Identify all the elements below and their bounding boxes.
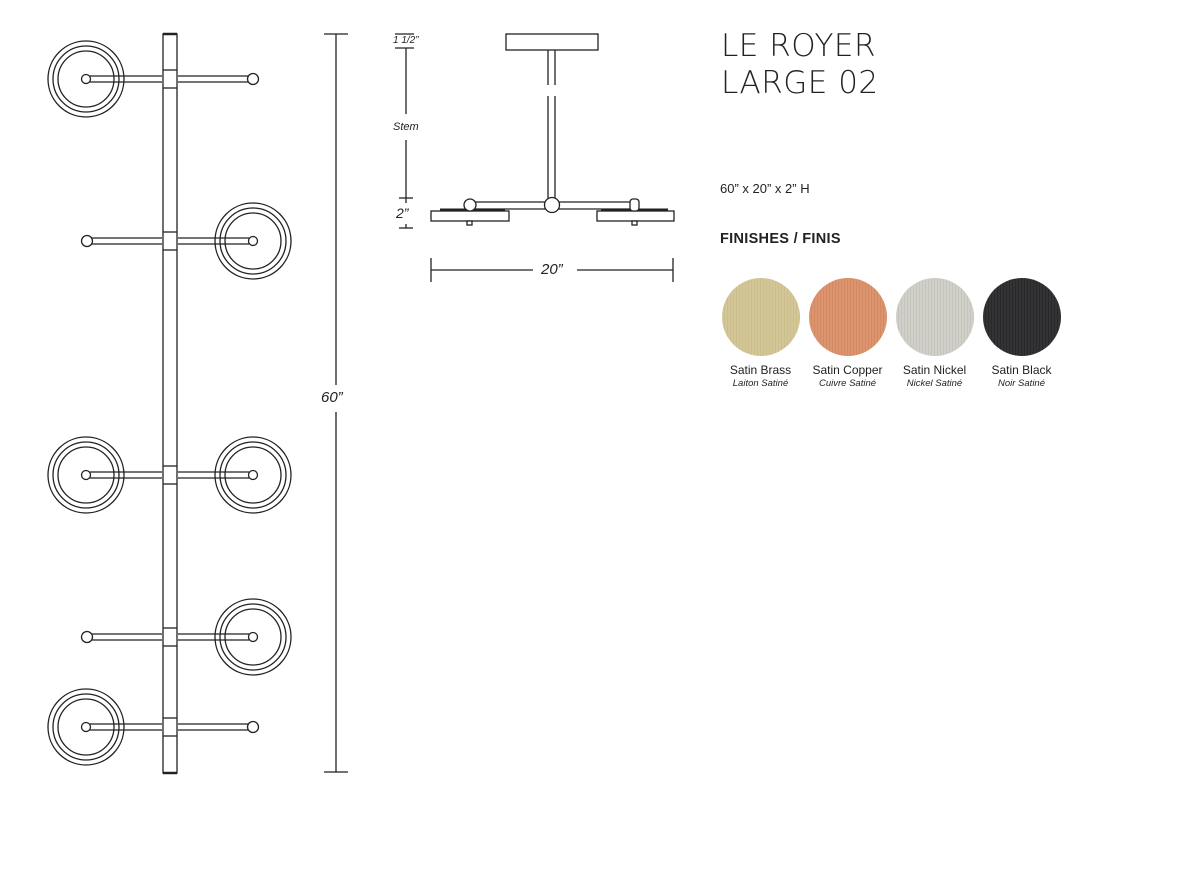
front-view-elevation — [430, 33, 675, 226]
finishes-heading: FINISHES / FINIS — [720, 231, 841, 247]
swatch-disc — [982, 278, 1061, 356]
finish-satin-copper: Satin Copper Cuivre Satiné — [804, 278, 891, 389]
width-dimension-line — [430, 258, 674, 282]
product-dimensions: 60” x 20” x 2” H — [720, 181, 810, 196]
finish-name-fr: Laiton Satiné — [732, 378, 789, 389]
height-dimension-lines — [395, 33, 414, 229]
width-label: 20” — [541, 261, 563, 278]
product-title: LE ROYER LARGE 02 — [721, 28, 879, 102]
arm-row-1 — [47, 40, 260, 118]
finish-satin-nickel: Satin Nickel Nickel Satiné — [891, 278, 978, 389]
arm-row-2 — [80, 202, 292, 280]
finish-satin-brass: Satin Brass Laiton Satiné — [717, 278, 804, 389]
finish-name-fr: Noir Satiné — [998, 378, 1045, 389]
length-label: 60” — [321, 389, 343, 406]
product-title-line-1: LE ROYER — [721, 28, 877, 64]
finish-name-fr: Cuivre Satiné — [818, 378, 877, 389]
arm-row-4 — [80, 598, 292, 676]
swatch-disc — [895, 278, 974, 356]
product-title-line-2: LARGE 02 — [721, 65, 879, 101]
length-dimension-line — [324, 33, 348, 773]
finish-name-fr: Nickel Satiné — [906, 378, 963, 389]
fixture-height-label: 2” — [396, 205, 409, 221]
finish-satin-black: Satin Black Noir Satiné — [978, 278, 1065, 389]
finish-name: Satin Brass — [729, 363, 792, 377]
swatch-disc — [808, 278, 887, 356]
arm-row-3 — [47, 436, 292, 514]
stem-label: Stem — [393, 121, 419, 133]
finish-swatches: Satin Brass Laiton Satiné Satin Copper C… — [717, 278, 1065, 389]
top-view-plan — [47, 32, 292, 775]
finish-name: Satin Nickel — [902, 363, 967, 377]
finish-name: Satin Copper — [812, 363, 883, 377]
swatch-disc — [721, 278, 800, 356]
arm-row-5 — [47, 688, 260, 766]
canopy-height-label: 1 1/2” — [393, 35, 419, 46]
finish-name: Satin Black — [991, 363, 1052, 377]
